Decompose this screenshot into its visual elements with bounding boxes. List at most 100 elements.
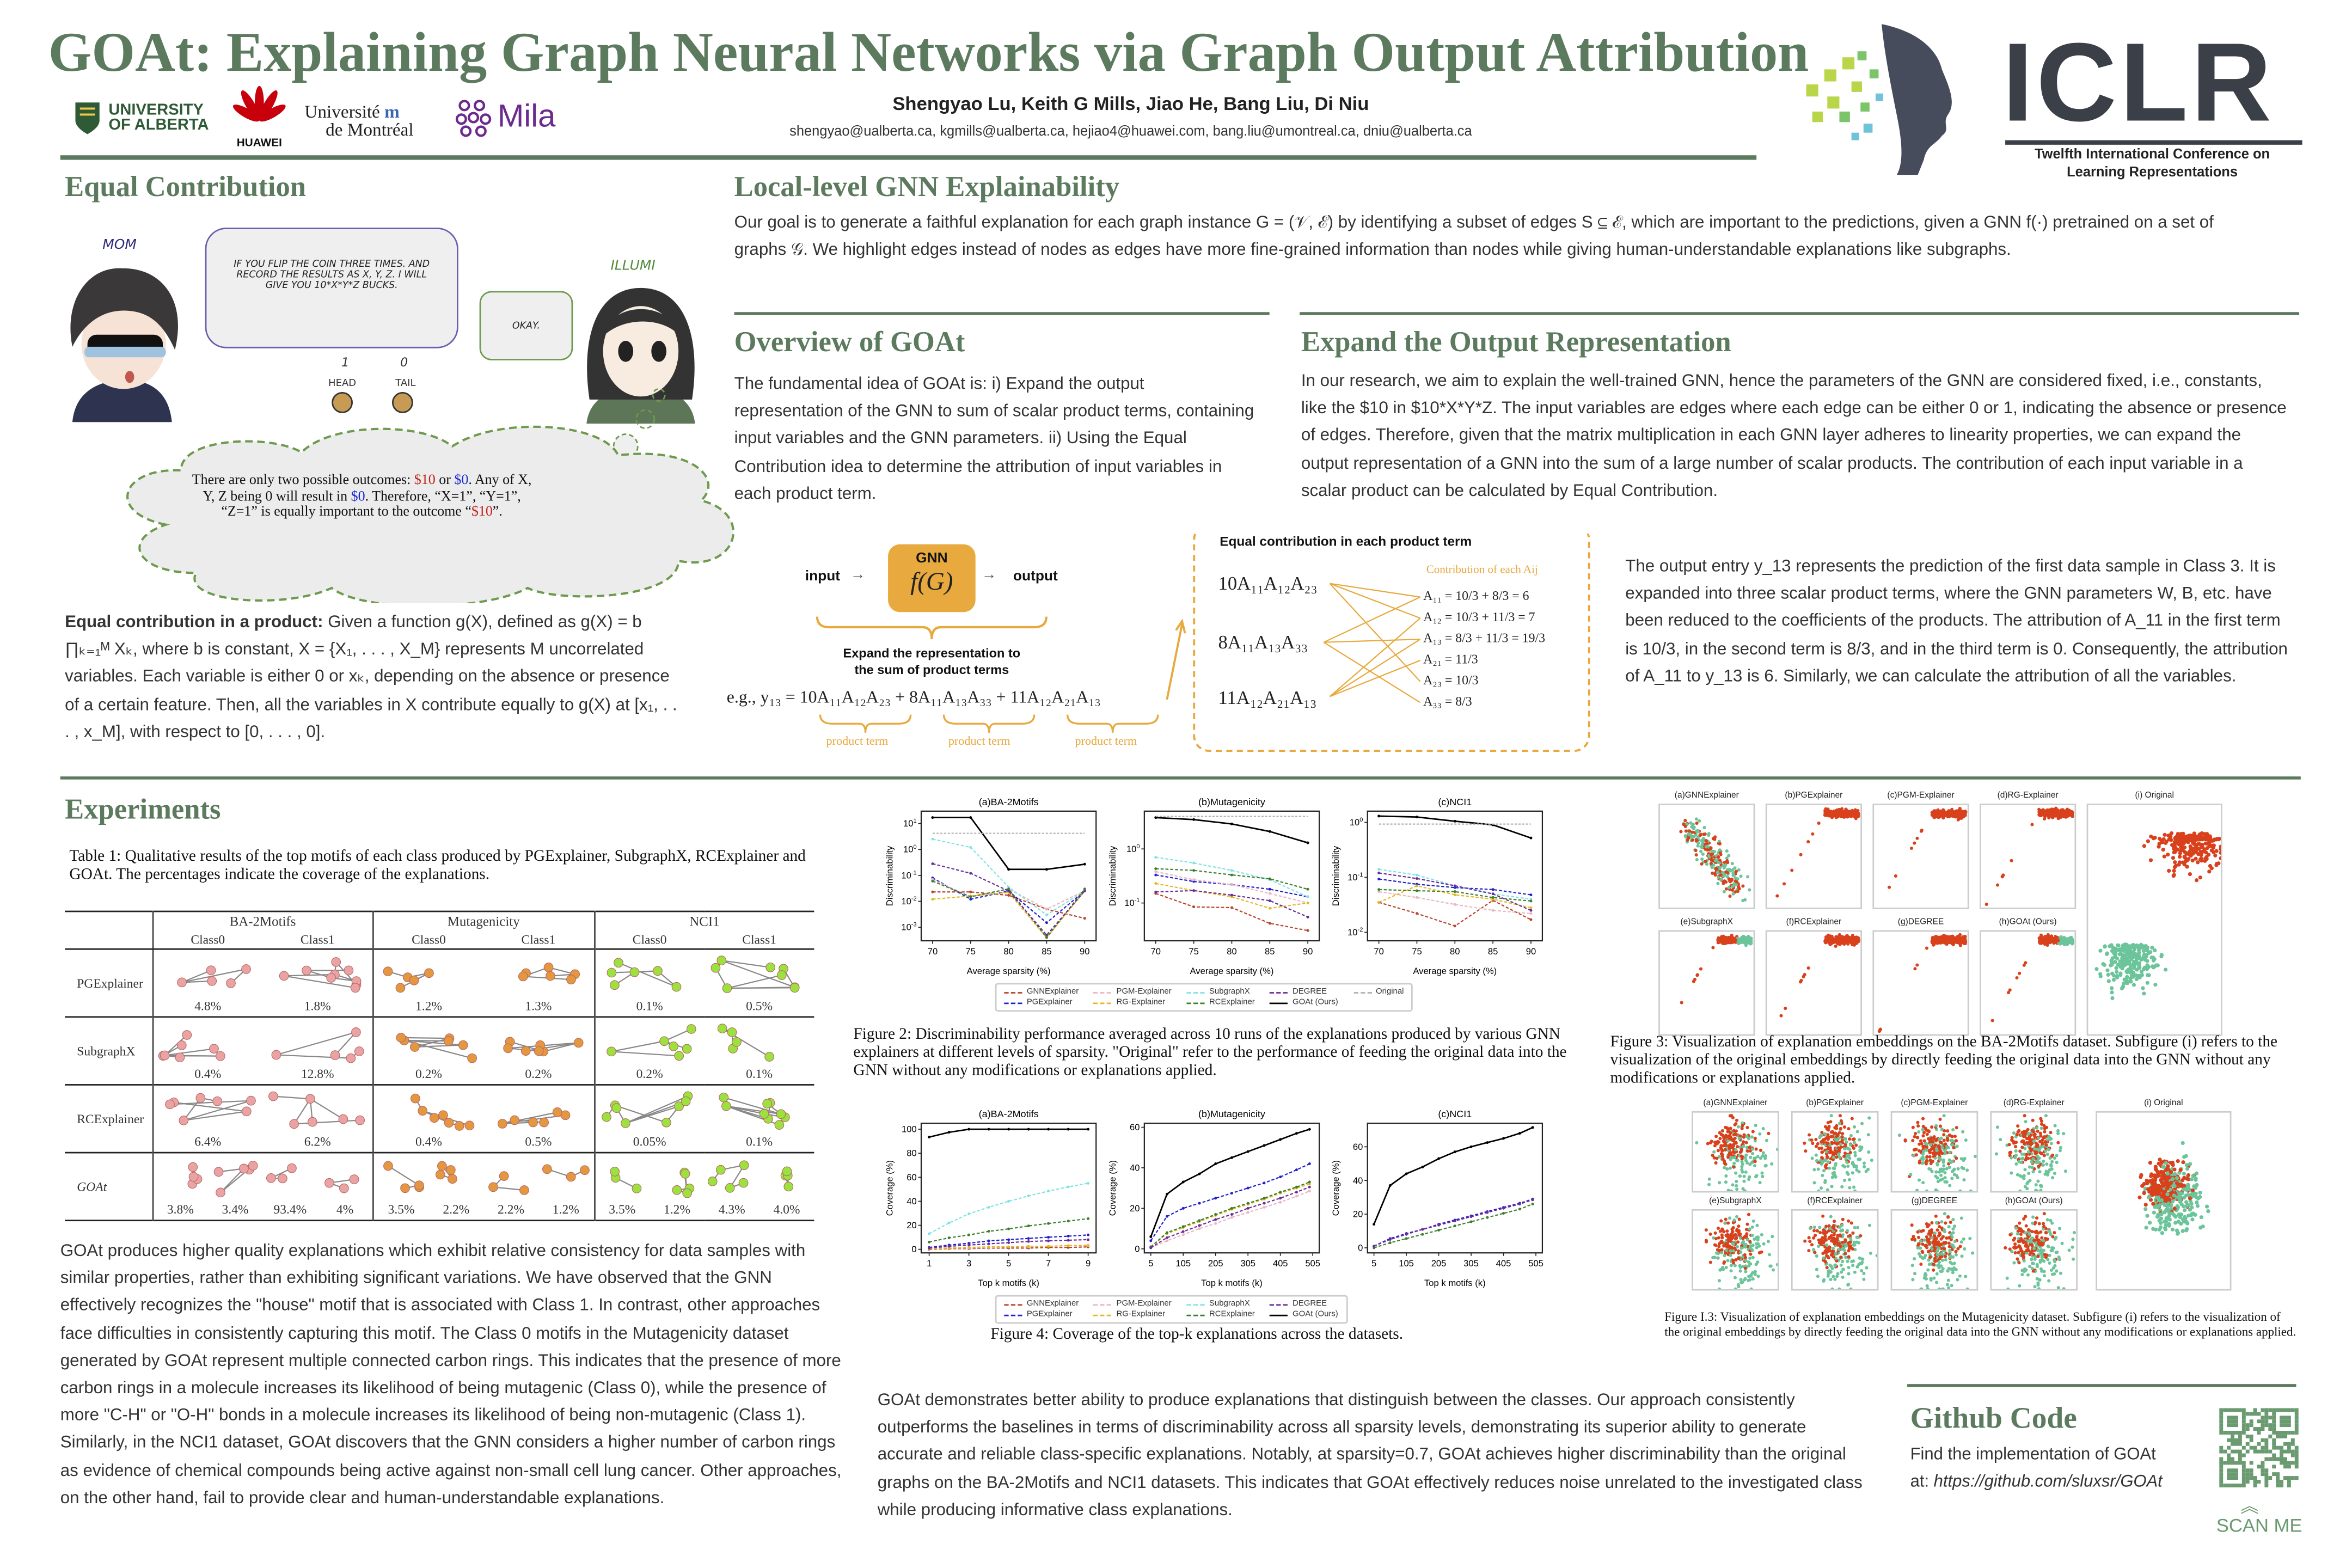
- embedding-point: [1755, 1174, 1759, 1178]
- embedding-point: [1909, 846, 1914, 850]
- embedding-point: [1826, 1136, 1829, 1140]
- embedding-point: [1830, 939, 1834, 943]
- embedding-point: [2161, 847, 2165, 852]
- embedding-point: [2037, 1164, 2041, 1168]
- embedding-point: [1713, 1231, 1717, 1235]
- embedding-point: [1743, 1234, 1747, 1238]
- embedding-point: [2173, 846, 2178, 850]
- embedding-point: [1720, 1251, 1724, 1254]
- embedding-point: [1737, 1233, 1741, 1237]
- embedding-point: [1820, 1131, 1824, 1135]
- data-point: [1027, 1128, 1030, 1131]
- embedding-point: [1952, 1173, 1956, 1177]
- embedding-point: [1834, 1252, 1837, 1255]
- class-header: Class0: [412, 932, 446, 947]
- embedding-point: [1741, 1121, 1744, 1125]
- embedding-point: [1845, 1229, 1849, 1233]
- legend-label: RG-Explainer: [1116, 1310, 1166, 1320]
- embedding-point: [1733, 1276, 1737, 1279]
- data-point: [1230, 869, 1233, 872]
- embedding-point: [1696, 844, 1700, 848]
- embedding-point: [2054, 937, 2057, 941]
- embedding-point: [1833, 1277, 1837, 1281]
- embedding-point: [1742, 1174, 1746, 1178]
- embedding-point: [1920, 1142, 1924, 1146]
- data-point: [1518, 1132, 1521, 1135]
- data-point: [1246, 1206, 1250, 1210]
- embedding-point: [1841, 1275, 1845, 1279]
- embedding-point: [2025, 1187, 2029, 1191]
- embedding-point: [1726, 937, 1730, 941]
- embedding-point: [2061, 808, 2065, 812]
- data-point: [1415, 912, 1418, 915]
- data-point: [1007, 1199, 1010, 1203]
- embedding-point: [2139, 970, 2143, 974]
- embedding-point: [1832, 1227, 1836, 1231]
- data-point: [1306, 929, 1309, 932]
- embedding-point: [1737, 887, 1741, 891]
- embedding-point: [1930, 1125, 1934, 1129]
- data-point: [1192, 818, 1196, 821]
- legend-swatch: [1270, 1002, 1288, 1003]
- data-point: [1388, 1241, 1392, 1245]
- embedding-point: [2044, 812, 2048, 816]
- x-tick-label: 70: [1374, 946, 1383, 957]
- embedding-point: [1942, 812, 1946, 816]
- motif-cell: 0.2%: [373, 1017, 483, 1085]
- embedding-point: [1843, 939, 1847, 943]
- embedding-point: [1726, 1221, 1730, 1225]
- embedding-point: [1851, 1171, 1854, 1175]
- embedding-point: [1758, 1181, 1762, 1185]
- embedding-point: [1751, 1255, 1755, 1259]
- embedding-point: [1956, 1175, 1959, 1180]
- embedding-point: [1750, 1234, 1754, 1238]
- embedding-point: [2018, 1149, 2022, 1153]
- embedding-point: [1695, 821, 1699, 825]
- embedding-point: [1837, 1136, 1841, 1140]
- x-tick-label: 5: [1371, 1258, 1376, 1269]
- expand-text: In our research, we aim to explain the w…: [1301, 372, 2287, 500]
- embedding-point: [1841, 1132, 1845, 1136]
- data-point: [1308, 1128, 1311, 1131]
- embedding-point: [1823, 1179, 1827, 1183]
- scatter-panel: [2086, 803, 2222, 1036]
- embedding-point: [1937, 940, 1940, 944]
- embedding-point: [1820, 1238, 1823, 1241]
- embedding-point: [1817, 1241, 1821, 1245]
- embedding-point: [1944, 940, 1947, 944]
- embedding-point: [1947, 935, 1951, 939]
- x-tick-label: 9: [1086, 1258, 1091, 1269]
- embedding-point: [1812, 1226, 1817, 1229]
- data-point: [1045, 908, 1048, 911]
- embedding-point: [2034, 1189, 2038, 1191]
- mom-label: MOM: [102, 238, 137, 254]
- embedding-point: [1846, 1283, 1851, 1287]
- embedding-point: [1755, 1246, 1759, 1250]
- motif-graph-icon: [716, 1024, 774, 1062]
- embedding-point: [1746, 875, 1750, 879]
- legend-label: PGExplainer: [1026, 998, 1073, 1007]
- expand-example-text: The output entry y_13 represents the pre…: [1625, 558, 2288, 686]
- embedding-point: [1761, 1126, 1765, 1131]
- embedding-point: [1846, 941, 1850, 945]
- embedding-point: [1837, 1122, 1841, 1125]
- embedding-point: [2010, 859, 2013, 862]
- embedding-point: [1847, 1178, 1852, 1181]
- embedding-point: [1694, 817, 1698, 821]
- embedding-point: [1756, 1238, 1760, 1242]
- embedding-point: [1745, 1146, 1749, 1149]
- embedding-point: [1691, 823, 1695, 826]
- embedding-point: [1822, 1240, 1826, 1244]
- thought-or: or: [435, 473, 455, 489]
- embedding-point: [1933, 809, 1937, 813]
- embedding-point: [1820, 1146, 1824, 1150]
- legend-item: RCExplainer: [1186, 998, 1255, 1007]
- scatter-panel: [1890, 1209, 1979, 1291]
- embedding-point: [2180, 838, 2184, 842]
- embedding-point: [1754, 1123, 1757, 1128]
- data-point: [1373, 1223, 1376, 1226]
- motif-cell: 4.3%4.0%: [705, 1153, 814, 1221]
- embedding-point: [1846, 1259, 1849, 1263]
